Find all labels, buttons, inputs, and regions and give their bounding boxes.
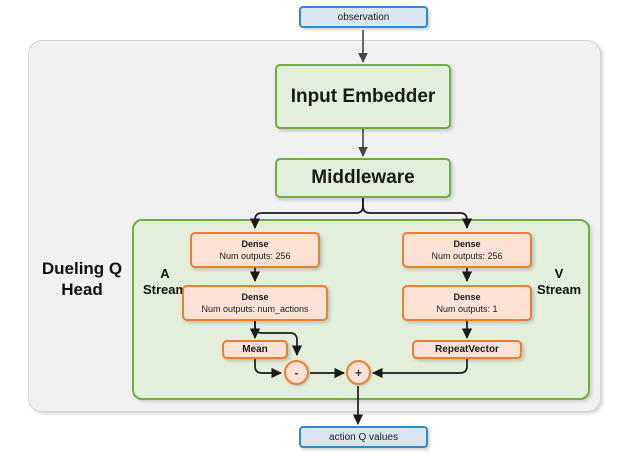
node-action-q-values[interactable]: action Q values bbox=[299, 426, 428, 448]
node-observation[interactable]: observation bbox=[299, 6, 428, 28]
node-a-dense-num-actions-subtitle: Num outputs: num_actions bbox=[201, 304, 309, 314]
node-v-dense-256-subtitle: Num outputs: 256 bbox=[431, 251, 503, 261]
label-v-stream-line2: Stream bbox=[536, 282, 582, 298]
label-a-stream-line2: Stream bbox=[142, 282, 188, 298]
label-a-stream-line1: A bbox=[160, 266, 170, 281]
operator-add-symbol: + bbox=[354, 365, 362, 380]
node-mean[interactable]: Mean bbox=[222, 340, 288, 359]
node-middleware-label: Middleware bbox=[311, 167, 415, 188]
operator-add[interactable]: + bbox=[346, 360, 371, 385]
node-action-q-values-label: action Q values bbox=[329, 431, 398, 443]
node-a-dense-256-title: Dense bbox=[241, 238, 269, 249]
node-repeat-vector[interactable]: RepeatVector bbox=[412, 340, 522, 359]
label-dueling-q-head-line1: Dueling Q bbox=[41, 259, 123, 278]
node-v-dense-1-subtitle: Num outputs: 1 bbox=[436, 304, 498, 314]
node-a-dense-num-actions-title: Dense bbox=[241, 291, 269, 302]
node-v-dense-256-title: Dense bbox=[453, 238, 481, 249]
label-v-stream-line1: V bbox=[554, 266, 564, 281]
node-v-dense-1[interactable]: Dense Num outputs: 1 bbox=[402, 285, 532, 321]
label-dueling-q-head: Dueling Q Head bbox=[34, 258, 130, 301]
label-a-stream: A Stream bbox=[140, 266, 190, 299]
node-repeat-vector-label: RepeatVector bbox=[435, 343, 499, 355]
node-a-dense-256-subtitle: Num outputs: 256 bbox=[219, 251, 291, 261]
node-a-dense-num-actions[interactable]: Dense Num outputs: num_actions bbox=[182, 285, 328, 321]
node-observation-label: observation bbox=[337, 11, 390, 23]
label-dueling-q-head-line2: Head bbox=[61, 280, 103, 300]
node-mean-label: Mean bbox=[242, 343, 268, 355]
label-v-stream: V Stream bbox=[534, 266, 584, 299]
node-input-embedder[interactable]: Input Embedder bbox=[275, 64, 451, 129]
node-v-dense-1-title: Dense bbox=[453, 291, 481, 302]
node-v-dense-256[interactable]: Dense Num outputs: 256 bbox=[402, 232, 532, 268]
node-a-dense-256[interactable]: Dense Num outputs: 256 bbox=[190, 232, 320, 268]
node-middleware[interactable]: Middleware bbox=[275, 158, 451, 198]
node-input-embedder-label: Input Embedder bbox=[290, 85, 436, 107]
operator-subtract-symbol: - bbox=[294, 365, 299, 380]
operator-subtract[interactable]: - bbox=[284, 360, 309, 385]
